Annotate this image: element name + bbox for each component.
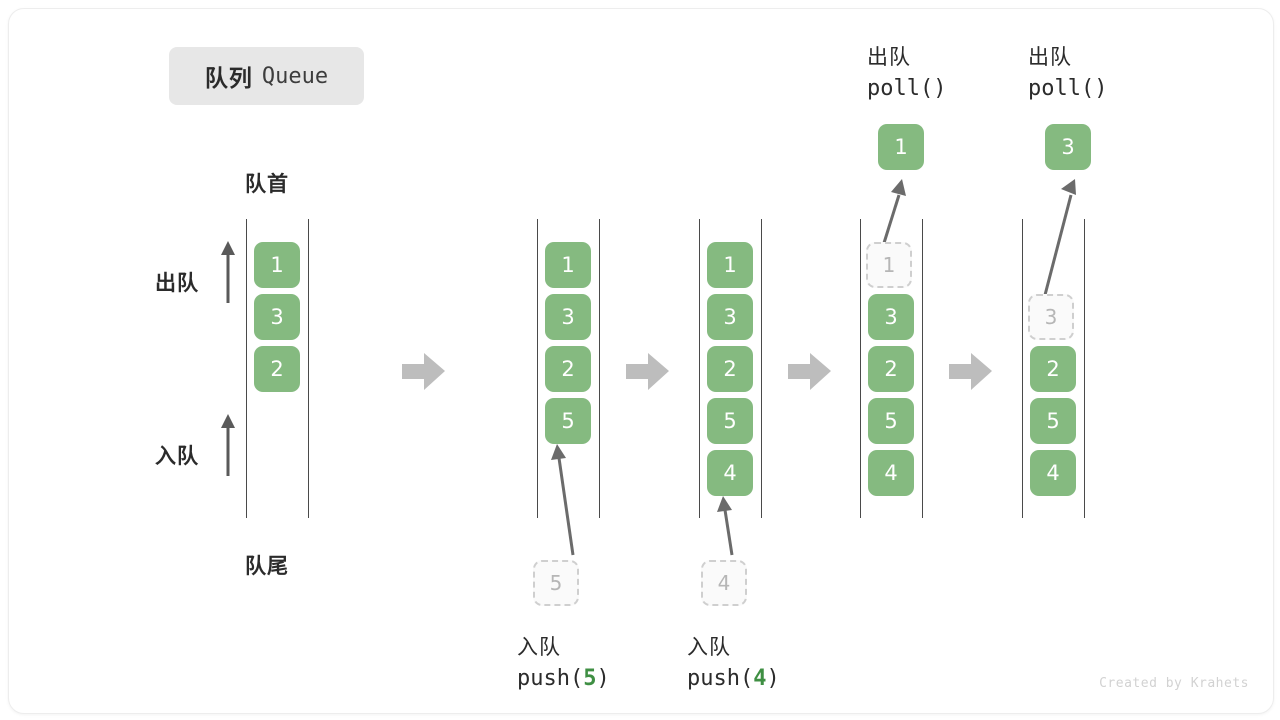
poll-label-cn: 出队 — [1028, 46, 1072, 69]
incoming-ghost-cell: 5 — [533, 560, 579, 606]
queue-cell: 1 — [254, 242, 300, 288]
queue-rail-left-4 — [860, 219, 861, 518]
queue-cell: 2 — [254, 346, 300, 392]
queue-cell: 2 — [707, 346, 753, 392]
queue-rail-right-4 — [922, 219, 923, 518]
poll-label-code: poll() — [1028, 76, 1108, 101]
queue-cell: 2 — [868, 346, 914, 392]
push-label-cn: 入队 — [687, 636, 731, 659]
queue-cell: 1 — [545, 242, 591, 288]
enqueue-direction-arrow-icon — [221, 414, 235, 476]
polled-cell: 1 — [878, 124, 924, 170]
queue-ghost-cell: 1 — [866, 242, 912, 288]
queue-cell: 4 — [868, 450, 914, 496]
push-code-arg: 5 — [583, 666, 597, 691]
step-arrow-icon — [949, 353, 992, 390]
queue-rail-right-1 — [308, 219, 309, 518]
push-label-code: push(4) — [687, 666, 780, 691]
poll-arrow-icon — [882, 179, 906, 244]
queue-rail-right-2 — [599, 219, 600, 518]
queue-rail-left-2 — [537, 219, 538, 518]
queue-cell: 4 — [1030, 450, 1076, 496]
push-arrow-icon — [551, 444, 575, 556]
queue-cell: 1 — [707, 242, 753, 288]
queue-cell: 2 — [545, 346, 591, 392]
step-arrow-icon — [626, 353, 669, 390]
queue-cell: 5 — [868, 398, 914, 444]
queue-cell: 5 — [1030, 398, 1076, 444]
push-code-arg: 4 — [753, 666, 767, 691]
push-arrow-icon — [717, 496, 734, 556]
enqueue-direction-label: 入队 — [155, 445, 199, 468]
dequeue-direction-label: 出队 — [155, 272, 199, 295]
queue-cell: 5 — [545, 398, 591, 444]
queue-ghost-cell: 3 — [1028, 294, 1074, 340]
credit-text: Created by Krahets — [1099, 676, 1249, 691]
push-code-pre: push( — [687, 666, 754, 691]
queue-rail-left-1 — [246, 219, 247, 518]
queue-cell: 4 — [707, 450, 753, 496]
queue-cell: 3 — [707, 294, 753, 340]
queue-cell: 5 — [707, 398, 753, 444]
dequeue-direction-arrow-icon — [221, 241, 235, 303]
step-arrow-icon — [788, 353, 831, 390]
incoming-ghost-cell: 4 — [701, 560, 747, 606]
push-code-post: ) — [766, 666, 780, 691]
queue-front-label: 队首 — [245, 173, 289, 196]
queue-rail-right-5 — [1084, 219, 1085, 518]
poll-label-code: poll() — [867, 76, 947, 101]
queue-rear-label: 队尾 — [245, 555, 289, 578]
polled-cell: 3 — [1045, 124, 1091, 170]
title-en: Queue — [261, 63, 329, 89]
title-cn: 队列 — [204, 65, 253, 91]
queue-cell: 2 — [1030, 346, 1076, 392]
push-code-post: ) — [596, 666, 610, 691]
queue-cell: 3 — [545, 294, 591, 340]
queue-cell: 3 — [254, 294, 300, 340]
queue-rail-right-3 — [761, 219, 762, 518]
push-label-code: push(5) — [517, 666, 610, 691]
diagram-card: 队列 Queue 队首 队尾 出队 入队 1 3 2 1 3 2 5 5 入队 … — [8, 8, 1274, 714]
poll-label-cn: 出队 — [867, 46, 911, 69]
queue-rail-left-5 — [1022, 219, 1023, 518]
step-arrow-icon — [402, 353, 445, 390]
queue-rail-left-3 — [699, 219, 700, 518]
push-label-cn: 入队 — [517, 636, 561, 659]
queue-cell: 3 — [868, 294, 914, 340]
title-badge: 队列 Queue — [169, 47, 364, 105]
push-code-pre: push( — [517, 666, 584, 691]
poll-arrow-icon — [1043, 179, 1076, 296]
